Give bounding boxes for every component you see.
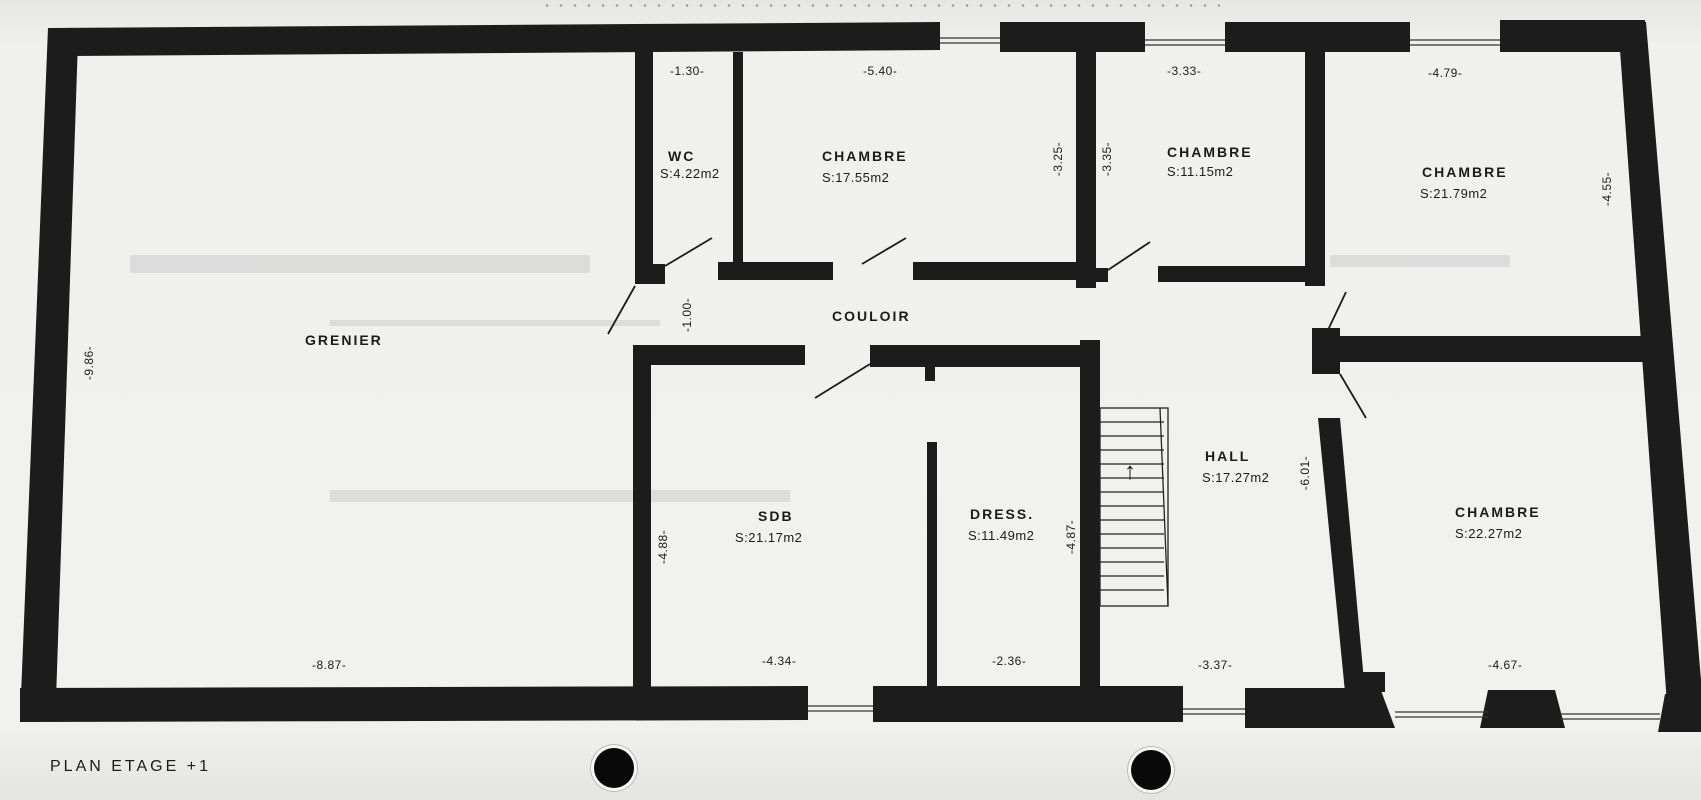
room-name-hall: HALL	[1205, 448, 1251, 464]
top-wall-east	[1225, 22, 1410, 52]
dim-chambre-1-height: -3.25-	[1051, 141, 1066, 177]
dim-chambre-3-height: -4.55-	[1600, 171, 1615, 207]
binder-hole-left	[594, 748, 634, 788]
staircase	[1099, 407, 1169, 607]
room-area-chambre-3: S:21.79m2	[1420, 186, 1488, 201]
room-area-hall: S:17.27m2	[1202, 470, 1270, 485]
windows	[808, 37, 1660, 720]
stair-arrow-icon: ↑	[1124, 458, 1137, 485]
room-name-chambre-2: CHAMBRE	[1167, 144, 1253, 160]
room-name-sdb: SDB	[758, 508, 794, 524]
top-wall-mid	[1000, 22, 1145, 52]
room-area-sdb: S:21.17m2	[735, 530, 803, 545]
dim-couloir-height: -1.00-	[680, 297, 695, 333]
dim-hall-height: -6.01-	[1298, 455, 1313, 491]
perforation-dots	[540, 4, 1220, 7]
dim-sdb-height: -4.88-	[656, 529, 671, 565]
bottom-pillar	[1480, 690, 1565, 728]
room-name-wc: WC	[668, 148, 696, 164]
room-name-chambre-3: CHAMBRE	[1422, 164, 1508, 180]
dim-chambre-2-height: -3.35-	[1100, 141, 1115, 177]
dim-sdb-width: -4.34-	[762, 654, 797, 668]
room-name-dress: DRESS.	[970, 506, 1035, 522]
dim-chambre-4-height: -4.77-	[1654, 515, 1669, 551]
dim-wc-width: -1.30-	[670, 64, 705, 78]
plan-title: PLAN ETAGE +1	[50, 758, 211, 775]
walls	[20, 20, 1701, 732]
room-area-chambre-4: S:22.27m2	[1455, 526, 1523, 541]
room-name-chambre-4: CHAMBRE	[1455, 504, 1541, 520]
room-area-wc: S:4.22m2	[660, 166, 720, 181]
dim-grenier-width: -8.87-	[312, 658, 347, 672]
room-name-couloir: COULOIR	[832, 308, 911, 324]
bottom-wall-west	[20, 686, 808, 722]
bottom-wall-mid	[873, 686, 1183, 722]
wc-west-wall	[635, 52, 653, 284]
doors	[607, 237, 1367, 419]
room-name-grenier: GRENIER	[305, 332, 383, 348]
dim-chambre-3-width: -4.79-	[1428, 66, 1463, 80]
binder-hole-right	[1131, 750, 1171, 790]
dim-chambre-4-width: -4.67-	[1488, 658, 1523, 672]
dim-dress-width: -2.36-	[992, 654, 1027, 668]
room-area-chambre-1: S:17.55m2	[822, 170, 890, 185]
west-wall	[20, 28, 78, 720]
dim-hall-width: -3.37-	[1198, 658, 1233, 672]
dim-dress-height: -4.87-	[1064, 519, 1079, 555]
dim-chambre-1-width: -5.40-	[863, 64, 898, 78]
dim-grenier-height: -9.86-	[82, 345, 97, 381]
room-area-chambre-2: S:11.15m2	[1167, 164, 1234, 179]
east-wall	[1618, 22, 1701, 720]
room-area-dress: S:11.49m2	[968, 528, 1035, 543]
room-name-chambre-1: CHAMBRE	[822, 148, 908, 164]
top-wall-west	[48, 22, 940, 56]
bottom-wall-hall	[1245, 688, 1395, 728]
dim-chambre-2-width: -3.33-	[1167, 64, 1202, 78]
